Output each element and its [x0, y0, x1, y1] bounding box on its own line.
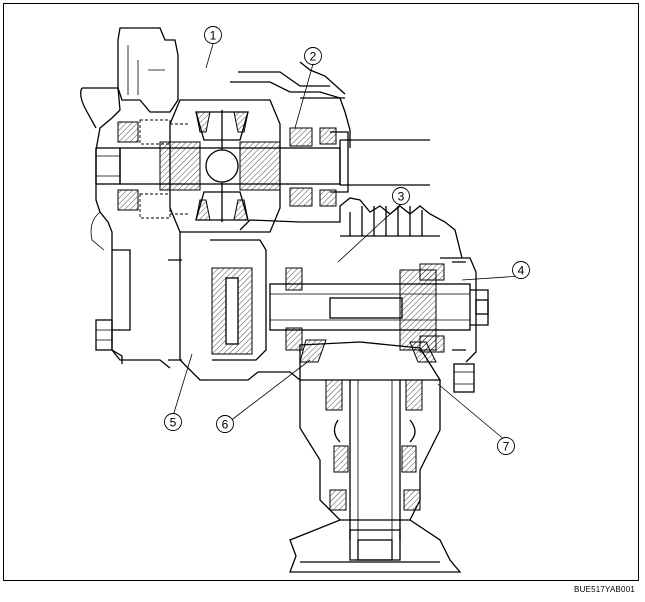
diagram-frame	[3, 3, 639, 581]
left-bolts	[95, 319, 123, 364]
figure-code: BUE517YAB001	[574, 585, 635, 594]
callout-2-circle	[304, 47, 322, 65]
callout-4: 4	[512, 261, 530, 279]
center-differential	[95, 99, 341, 233]
upper-housing	[80, 27, 351, 369]
callout-7-number: 7	[503, 440, 510, 454]
callout-6: 6	[216, 415, 234, 433]
callout-2-number: 2	[310, 50, 317, 64]
callout-1: 1	[204, 26, 222, 44]
front-output-shaft	[330, 131, 430, 193]
callout-1-number: 1	[210, 29, 217, 43]
callout-2: 2	[304, 47, 322, 65]
gear-shaft	[211, 257, 489, 363]
callout-7: 7	[497, 437, 515, 455]
callout-5-number: 5	[170, 416, 177, 430]
callout-1-circle	[204, 26, 222, 44]
pinion-assembly	[289, 339, 475, 573]
callout-3-number: 3	[398, 190, 405, 204]
callout-leaders	[172, 43, 522, 442]
callout-3: 3	[392, 187, 410, 205]
callout-6-number: 6	[222, 418, 229, 432]
gear-housing	[112, 197, 463, 381]
callout-4-number: 4	[518, 264, 525, 278]
callout-5: 5	[164, 413, 182, 431]
callout-7-circle	[497, 437, 515, 455]
callout-6-circle	[216, 415, 234, 433]
callout-5-circle	[164, 413, 182, 431]
callout-3-circle	[392, 187, 410, 205]
callout-4-circle	[512, 261, 530, 279]
